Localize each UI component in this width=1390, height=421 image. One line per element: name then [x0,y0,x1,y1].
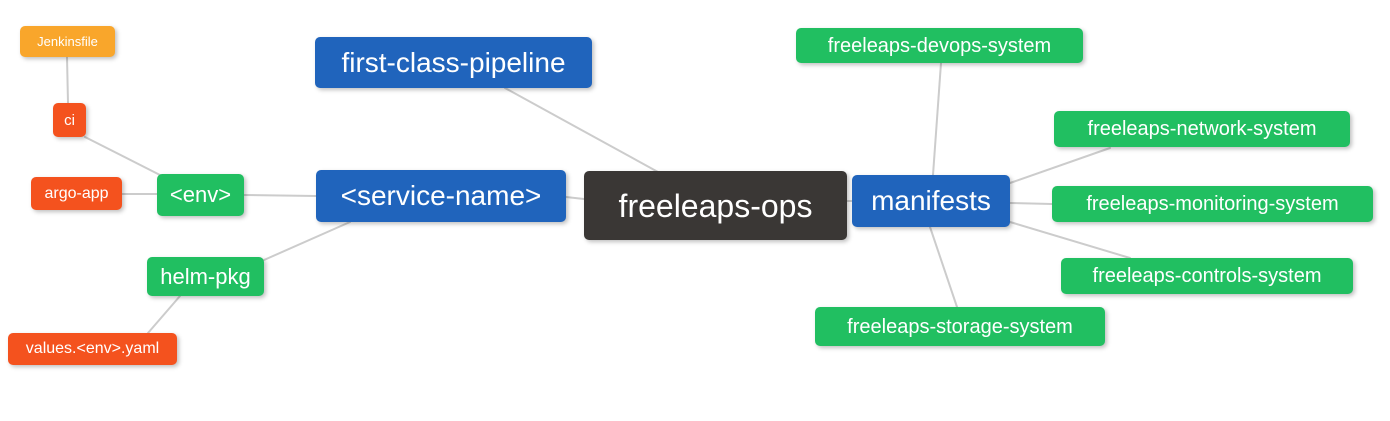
node-values-env-yaml[interactable]: values.<env>.yaml [8,333,177,365]
edge-manifests-to-freeleaps-controls-system [1009,221,1131,259]
node-freeleaps-ops[interactable]: freeleaps-ops [584,171,847,240]
edge-ci-to-env [84,136,161,176]
node-helm-pkg[interactable]: helm-pkg [147,257,264,296]
edge-manifests-to-freeleaps-devops-system [932,62,942,176]
node-freeleaps-controls-system[interactable]: freeleaps-controls-system [1061,258,1353,294]
node-service-name[interactable]: <service-name> [316,170,566,222]
node-first-class-pipeline[interactable]: first-class-pipeline [315,37,592,88]
edge-manifests-to-freeleaps-storage-system [929,226,958,308]
node-jenkinsfile[interactable]: Jenkinsfile [20,26,115,57]
edge-service-name-to-freeleaps-ops [565,196,585,200]
edge-first-class-pipeline-to-freeleaps-ops [504,87,659,173]
node-env[interactable]: <env> [157,174,244,216]
node-freeleaps-monitoring-system[interactable]: freeleaps-monitoring-system [1052,186,1373,222]
edge-values-env-yaml-to-helm-pkg [147,295,181,334]
node-ci[interactable]: ci [53,103,86,137]
edge-manifests-to-freeleaps-monitoring-system [1009,202,1053,205]
node-argo-app[interactable]: argo-app [31,177,122,210]
node-freeleaps-storage-system[interactable]: freeleaps-storage-system [815,307,1105,346]
edge-helm-pkg-to-service-name [263,221,351,261]
edge-jenkinsfile-to-ci [66,56,69,104]
edge-env-to-service-name [243,194,317,197]
edge-manifests-to-freeleaps-network-system [1009,147,1111,184]
node-freeleaps-network-system[interactable]: freeleaps-network-system [1054,111,1350,147]
node-manifests[interactable]: manifests [852,175,1010,227]
node-freeleaps-devops-system[interactable]: freeleaps-devops-system [796,28,1083,63]
